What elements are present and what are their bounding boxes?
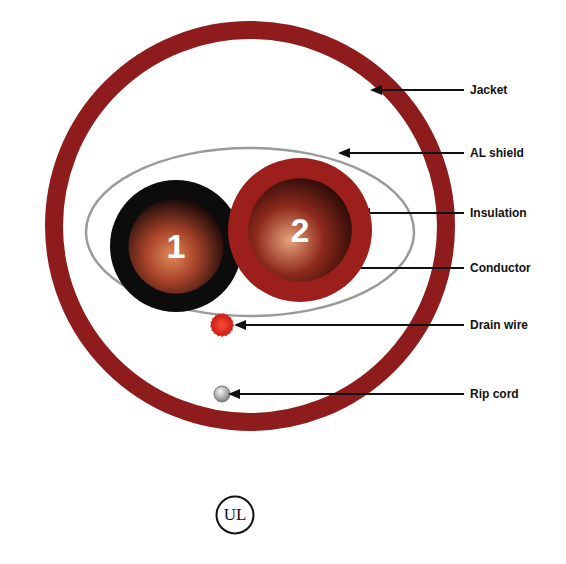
mark-text: UL <box>224 505 247 525</box>
conductor-circle: 1 <box>110 180 242 312</box>
conductor-number: 1 <box>167 227 186 266</box>
part-label: Drain wire <box>470 318 528 332</box>
conductor-circle: 2 <box>228 158 372 302</box>
al-shield <box>86 148 414 316</box>
drain-wire <box>211 314 233 336</box>
certification-mark: UL <box>215 495 255 535</box>
arrowheads <box>228 85 382 399</box>
jacket-ring <box>54 30 446 422</box>
part-label: Jacket <box>470 83 507 97</box>
part-label: AL shield <box>470 146 524 160</box>
part-label: Rip cord <box>470 387 519 401</box>
part-label: Conductor <box>470 261 531 275</box>
conductor-number: 2 <box>291 211 310 250</box>
rip-cord <box>214 386 230 402</box>
part-label: Insulation <box>470 206 527 220</box>
